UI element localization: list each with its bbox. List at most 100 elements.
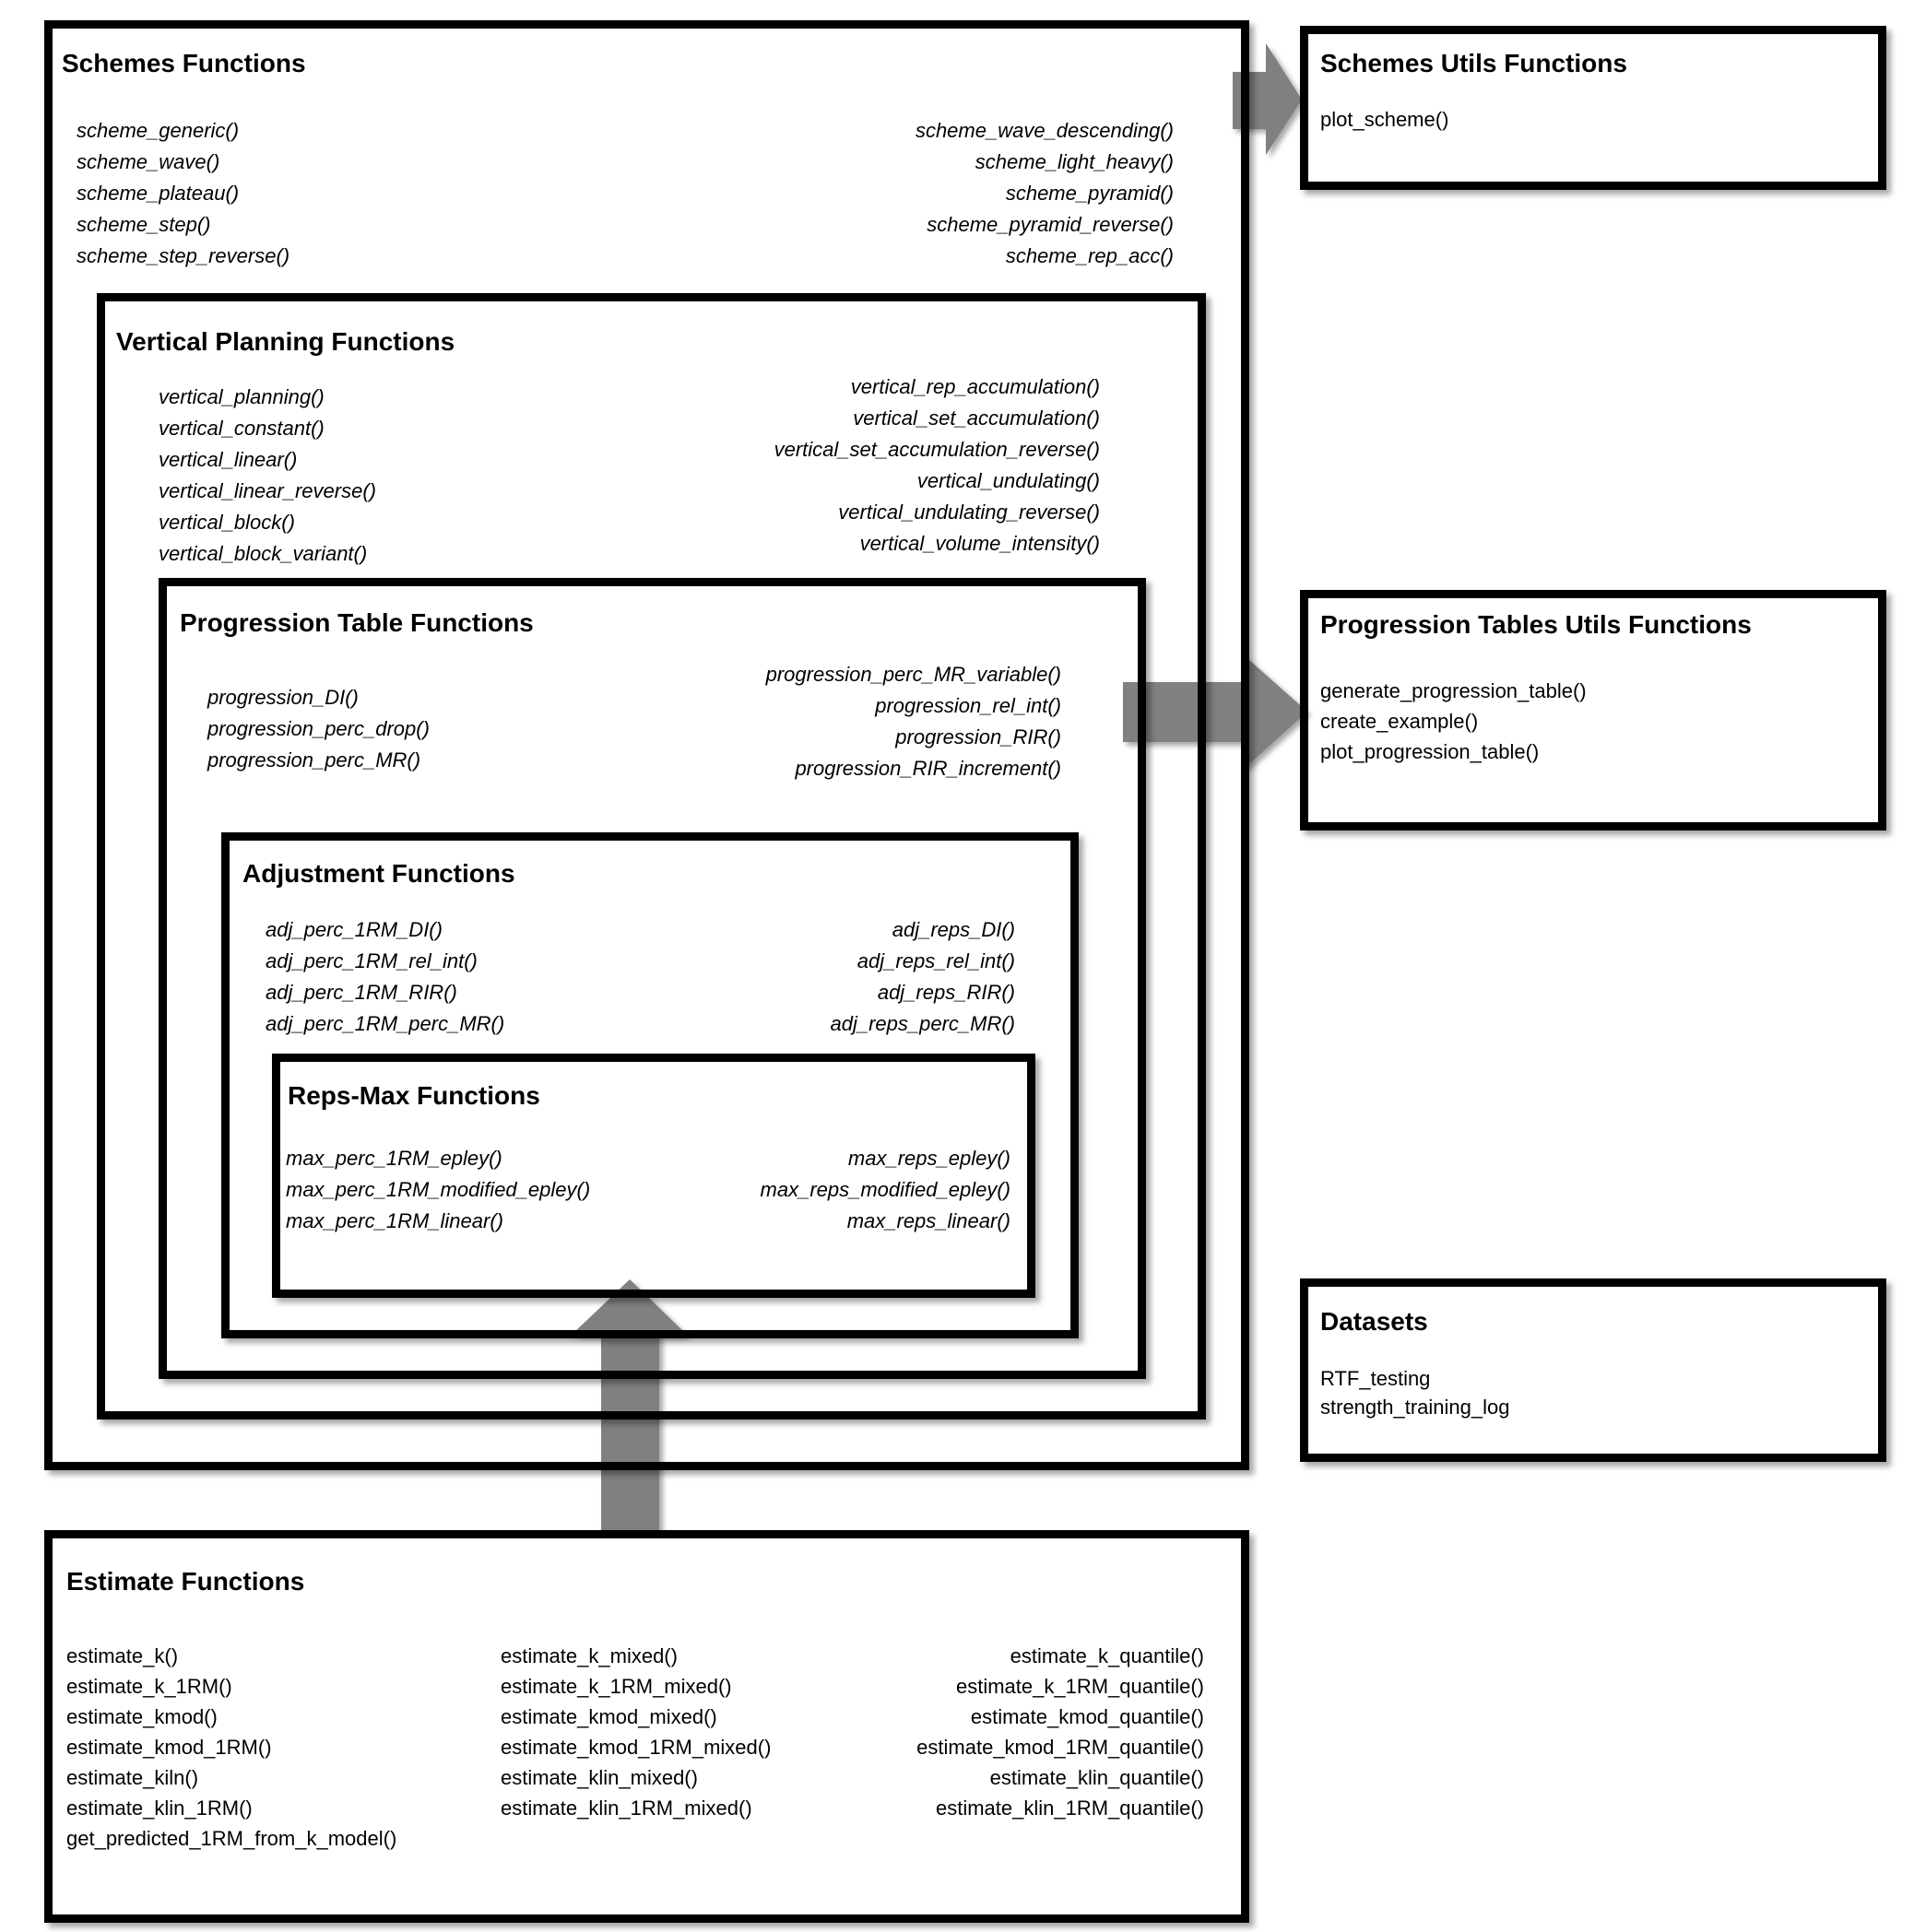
datasets-list: RTF_testing strength_training_log <box>1320 1364 1509 1421</box>
function-item: estimate_k_1RM() <box>66 1675 232 1698</box>
progression-table-right-list: progression_perc_MR_variable() progressio… <box>766 659 1061 784</box>
function-item: estimate_klin_1RM_mixed() <box>501 1797 752 1820</box>
function-item: max_perc_1RM_modified_epley() <box>286 1178 591 1201</box>
function-item: estimate_kmod_1RM() <box>66 1736 272 1759</box>
function-item: estimate_kmod() <box>66 1705 218 1728</box>
function-item: estimate_kiln() <box>66 1766 199 1789</box>
function-item: estimate_klin_1RM() <box>66 1797 253 1820</box>
estimate-functions-title: Estimate Functions <box>66 1567 305 1596</box>
vertical-planning-right-list: vertical_rep_accumulation() vertical_set_… <box>774 371 1100 560</box>
function-item: adj_reps_rel_int() <box>857 949 1015 972</box>
arrow-schemes-to-schemes-utils <box>1233 43 1302 155</box>
function-item: progression_perc_MR() <box>207 748 421 772</box>
function-item: vertical_linear() <box>159 448 298 471</box>
schemes-utils-functions-title: Schemes Utils Functions <box>1320 49 1627 77</box>
function-item: max_reps_modified_epley() <box>760 1178 1010 1201</box>
progression-tables-utils-list: generate_progression_table() create_examp… <box>1320 676 1587 767</box>
function-item: vertical_block_variant() <box>159 542 368 565</box>
function-item: vertical_block() <box>159 511 295 534</box>
function-item: estimate_k_quantile() <box>1010 1644 1204 1667</box>
datasets-title: Datasets <box>1320 1307 1428 1336</box>
function-item: generate_progression_table() <box>1320 679 1587 702</box>
progression-table-left-list: progression_DI() progression_perc_drop()p… <box>207 682 430 776</box>
function-item: estimate_k() <box>66 1644 179 1667</box>
function-item: vertical_set_accumulation_reverse() <box>774 438 1100 461</box>
schemes-functions-right-list: scheme_wave_descending() scheme_light_hea… <box>916 115 1174 272</box>
function-item: adj_perc_1RM_DI() <box>266 918 443 941</box>
function-item: vertical_constant() <box>159 417 325 440</box>
function-item: estimate_kmod_1RM_quantile() <box>916 1736 1204 1759</box>
estimate-col3-list: estimate_k_quantile() estimate_k_1RM_quan… <box>916 1641 1204 1823</box>
adjustment-left-list: adj_perc_1RM_DI() adj_perc_1RM_rel_int()a… <box>266 914 504 1040</box>
function-item: max_perc_1RM_epley() <box>286 1147 502 1170</box>
progression-table-functions-title: Progression Table Functions <box>180 608 534 637</box>
vertical-planning-functions-box: Vertical Planning Functions vertical_pla… <box>97 293 1206 1420</box>
function-item: progression_perc_MR_variable() <box>765 663 1061 686</box>
function-item: plot_scheme() <box>1320 108 1449 131</box>
function-item: scheme_rep_acc() <box>1005 244 1174 267</box>
function-item: estimate_k_1RM_quantile() <box>955 1675 1204 1698</box>
function-item: scheme_wave_descending() <box>915 119 1174 142</box>
adjustment-functions-box: Adjustment Functions adj_perc_1RM_DI()ad… <box>221 832 1079 1338</box>
function-item: plot_progression_table() <box>1320 740 1540 763</box>
schemes-utils-functions-box: Schemes Utils Functions plot_scheme() <box>1300 26 1886 190</box>
function-item: scheme_generic() <box>77 119 240 142</box>
function-item: estimate_k_1RM_mixed() <box>501 1675 732 1698</box>
function-item: estimate_kmod_quantile() <box>970 1705 1204 1728</box>
function-item: adj_perc_1RM_RIR() <box>266 981 457 1004</box>
estimate-functions-box: Estimate Functions estimate_k()estimate_… <box>44 1530 1249 1923</box>
reps-max-right-list: max_reps_epley() max_reps_modified_epley(… <box>761 1143 1010 1237</box>
function-item: scheme_pyramid_reverse() <box>927 213 1174 236</box>
vertical-planning-left-list: vertical_planning() vertical_constant()ve… <box>159 382 376 570</box>
function-item: get_predicted_1RM_from_k_model() <box>66 1827 397 1850</box>
function-item: adj_perc_1RM_rel_int() <box>266 949 478 972</box>
function-item: scheme_step() <box>77 213 211 236</box>
estimate-col1-list: estimate_k() estimate_k_1RM() estimate_kmo… <box>66 1641 396 1854</box>
function-item: vertical_linear_reverse() <box>159 479 376 502</box>
function-item: estimate_klin_mixed() <box>501 1766 698 1789</box>
function-item: estimate_klin_quantile() <box>989 1766 1204 1789</box>
schemes-functions-box: Schemes Functions scheme_generic()scheme… <box>44 20 1249 1470</box>
progression-tables-utils-functions-box: Progression Tables Utils Functions gener… <box>1300 590 1886 831</box>
function-item: progression_DI() <box>207 686 359 709</box>
function-item: RTF_testing <box>1320 1367 1431 1390</box>
function-item: adj_reps_RIR() <box>877 981 1015 1004</box>
function-item: strength_training_log <box>1320 1396 1510 1419</box>
function-item: estimate_kmod_mixed() <box>501 1705 717 1728</box>
function-item: scheme_step_reverse() <box>77 244 290 267</box>
progression-tables-utils-functions-title: Progression Tables Utils Functions <box>1320 610 1752 639</box>
function-item: scheme_pyramid() <box>1005 182 1174 205</box>
function-item: create_example() <box>1320 710 1479 733</box>
function-item: scheme_light_heavy() <box>975 150 1174 173</box>
function-item: vertical_undulating() <box>916 469 1100 492</box>
datasets-box: Datasets RTF_testing strength_training_lo… <box>1300 1278 1886 1462</box>
reps-max-functions-title: Reps-Max Functions <box>288 1081 540 1110</box>
function-item: estimate_klin_1RM_quantile() <box>935 1797 1204 1820</box>
function-item: vertical_set_accumulation() <box>853 406 1100 430</box>
reps-max-functions-box: Reps-Max Functions max_perc_1RM_epley()m… <box>272 1054 1035 1298</box>
function-item: progression_RIR() <box>895 725 1061 748</box>
function-item: adj_reps_DI() <box>892 918 1015 941</box>
adjustment-functions-title: Adjustment Functions <box>242 859 515 888</box>
function-item: estimate_k_mixed() <box>501 1644 678 1667</box>
progression-table-functions-box: Progression Table Functions progression_… <box>159 578 1146 1379</box>
function-item: adj_perc_1RM_perc_MR() <box>266 1012 505 1035</box>
estimate-col2-list: estimate_k_mixed() estimate_k_1RM_mixed()… <box>501 1641 771 1823</box>
function-item: scheme_wave() <box>77 150 220 173</box>
vertical-planning-functions-title: Vertical Planning Functions <box>116 327 455 356</box>
function-item: max_reps_linear() <box>846 1209 1010 1232</box>
schemes-functions-title: Schemes Functions <box>62 49 306 77</box>
function-item: vertical_undulating_reverse() <box>838 501 1100 524</box>
function-item: adj_reps_perc_MR() <box>830 1012 1015 1035</box>
function-item: max_reps_epley() <box>847 1147 1010 1170</box>
function-item: vertical_volume_intensity() <box>859 532 1100 555</box>
function-item: progression_perc_drop() <box>207 717 430 740</box>
function-item: estimate_kmod_1RM_mixed() <box>501 1736 772 1759</box>
function-item: progression_RIR_increment() <box>795 757 1061 780</box>
function-item: vertical_rep_accumulation() <box>850 375 1100 398</box>
adjustment-right-list: adj_reps_DI() adj_reps_rel_int() adj_reps_… <box>830 914 1015 1040</box>
schemes-functions-left-list: scheme_generic()scheme_wave()scheme_plat… <box>77 115 289 272</box>
reps-max-left-list: max_perc_1RM_epley() max_perc_1RM_modifie… <box>286 1143 590 1237</box>
function-item: vertical_planning() <box>159 385 325 408</box>
